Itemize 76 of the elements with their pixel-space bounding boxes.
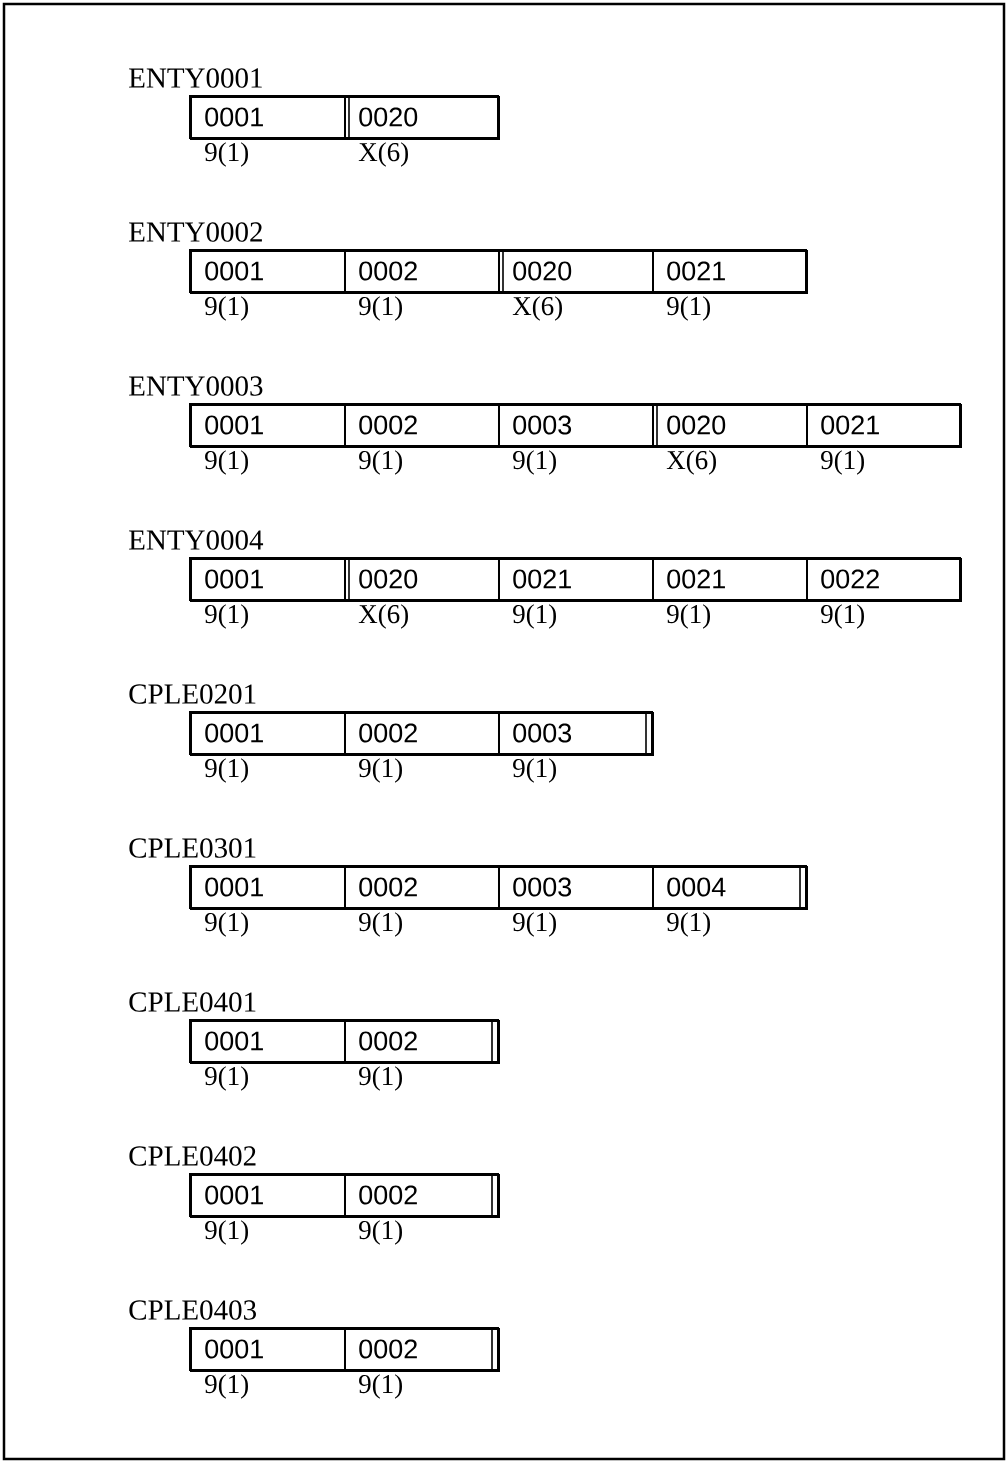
field-cell: 0001 [190, 558, 346, 602]
field-cell: 0001 [190, 96, 346, 140]
field-format: 9(1) [205, 604, 248, 629]
record-box [189, 865, 807, 909]
field-format: 9(1) [359, 1374, 402, 1399]
record-name: CPLE0201 [129, 684, 256, 704]
field-cell: 0001 [190, 250, 346, 294]
field-format: X(6) [358, 604, 408, 629]
field-cell: 0021 [498, 558, 654, 602]
field-format: 9(1) [205, 450, 248, 475]
field-cell: 0004 [652, 866, 808, 910]
field-cell: 0020 [344, 96, 500, 140]
field-cell: 0003 [498, 404, 654, 448]
field-format: 9(1) [513, 450, 556, 475]
field-cell: 0020 [652, 404, 808, 448]
field-format: 9(1) [513, 604, 556, 629]
field-cell: 0021 [806, 404, 962, 448]
field-cell: 0001 [190, 1174, 346, 1218]
field-cell: 0001 [190, 404, 346, 448]
field-format: 9(1) [359, 758, 402, 783]
field-format: X(6) [666, 450, 716, 475]
record-name: ENTY0001 [129, 68, 262, 88]
field-cell: 0002 [344, 712, 500, 756]
field-format: 9(1) [513, 758, 556, 783]
field-cell: 0002 [344, 404, 500, 448]
record-name: CPLE0401 [129, 992, 256, 1012]
field-format: 9(1) [821, 604, 864, 629]
field-format: 9(1) [359, 912, 402, 937]
record-box [189, 1019, 499, 1063]
field-format: 9(1) [205, 758, 248, 783]
record-name: ENTY0004 [129, 530, 264, 550]
field-format: 9(1) [205, 1066, 248, 1091]
record-name: CPLE0301 [129, 838, 256, 858]
record-name: CPLE0403 [129, 1300, 256, 1320]
field-format: 9(1) [359, 296, 402, 321]
record-name: ENTY0002 [129, 222, 262, 242]
field-cell: 0022 [806, 558, 962, 602]
field-format: 9(1) [205, 912, 248, 937]
field-format: 9(1) [667, 912, 710, 937]
field-format: X(6) [512, 296, 562, 321]
field-format: 9(1) [359, 450, 402, 475]
field-cell: 0003 [498, 866, 654, 910]
field-cell: 0020 [344, 558, 500, 602]
field-cell: 0002 [344, 250, 500, 294]
field-cell: 0002 [344, 1328, 500, 1372]
field-format: X(6) [358, 142, 408, 167]
record-box [189, 1327, 499, 1371]
field-cell: 0020 [498, 250, 654, 294]
field-cell: 0001 [190, 712, 346, 756]
field-format: 9(1) [667, 604, 710, 629]
record-box [189, 557, 961, 601]
field-format: 9(1) [205, 296, 248, 321]
field-cell: 0001 [190, 866, 346, 910]
field-cell: 0002 [344, 1174, 500, 1218]
record-name: CPLE0402 [129, 1146, 256, 1166]
field-cell: 0002 [344, 866, 500, 910]
field-cell: 0003 [498, 712, 654, 756]
field-cell: 0021 [652, 558, 808, 602]
field-format: 9(1) [513, 912, 556, 937]
field-format: 9(1) [359, 1220, 402, 1245]
field-cell: 0001 [190, 1328, 346, 1372]
field-format: 9(1) [821, 450, 864, 475]
field-cell: 0001 [190, 1020, 346, 1064]
field-format: 9(1) [667, 296, 710, 321]
field-format: 9(1) [205, 142, 248, 167]
field-cell: 0021 [652, 250, 808, 294]
record-box [189, 711, 653, 755]
field-format: 9(1) [205, 1220, 248, 1245]
record-box [189, 249, 807, 293]
record-box [189, 95, 499, 139]
field-format: 9(1) [359, 1066, 402, 1091]
field-format: 9(1) [205, 1374, 248, 1399]
record-box [189, 1173, 499, 1217]
record-box [189, 403, 961, 447]
field-cell: 0002 [344, 1020, 500, 1064]
record-name: ENTY0003 [129, 376, 263, 396]
